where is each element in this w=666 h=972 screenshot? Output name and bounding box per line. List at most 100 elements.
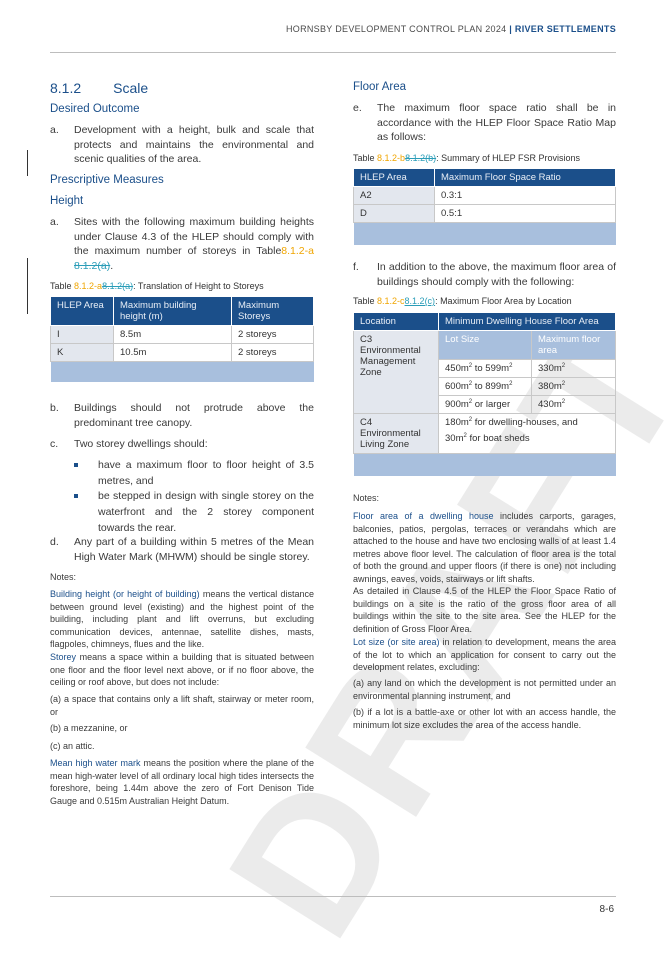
table-cell: 0.3:1 — [434, 186, 616, 205]
table-row: C3 Environmental Management Zone Lot Siz… — [353, 329, 616, 415]
floor-area-heading: Floor Area — [353, 81, 407, 93]
note-text: means a space within a building that is … — [50, 652, 314, 687]
height-item-d: d. Any part of a building within 5 metre… — [50, 535, 314, 564]
item-text: Sites with the following maximum buildin… — [74, 216, 314, 257]
caption-title: : Maximum Floor Area by Location — [435, 296, 572, 306]
table-cell: D — [353, 204, 435, 223]
revision-bar — [27, 150, 28, 176]
table-footer — [353, 453, 616, 477]
column-header: Maximum building height (m) — [113, 296, 232, 326]
item-label: d. — [50, 536, 59, 548]
item-text: In addition to the above, the maximum fl… — [377, 261, 616, 288]
item-text: Two storey dwellings should: — [74, 438, 208, 450]
bullet-item: have a maximum floor to floor height of … — [50, 457, 314, 489]
column-header: Minimum Dwelling House Floor Area — [438, 312, 616, 331]
table-cell: 2 storeys — [231, 325, 314, 344]
item-text: Buildings should not protrude above the … — [74, 402, 314, 429]
table-cell: 450m2 to 599m2 — [438, 358, 532, 379]
table-fsr-caption: Table 8.1.2-b8.1.2(b): Summary of HLEP F… — [353, 153, 580, 163]
item-label: c. — [50, 438, 59, 450]
note-paragraph: Mean high water mark means the position … — [50, 757, 314, 807]
desired-outcome-item: a. Development with a height, bulk and s… — [50, 123, 314, 167]
note-term: Floor area of a dwelling house — [353, 511, 494, 521]
item-label: f. — [353, 261, 359, 273]
table-row: A2 0.3:1 — [353, 186, 616, 205]
item-end: . — [110, 259, 114, 272]
zone-label: C4 Environmental Living Zone — [353, 413, 439, 455]
table-cell: A2 — [353, 186, 435, 205]
fsr-table: HLEP Area Maximum Floor Space Ratio A2 0… — [353, 168, 616, 245]
table-cell: 0.5:1 — [434, 204, 616, 223]
note-term: Mean high water mark — [50, 758, 141, 768]
floor-notes-label: Notes: — [353, 493, 380, 503]
footer-rule — [50, 896, 616, 897]
table-row: I 8.5m 2 storeys — [50, 325, 314, 344]
table-ref-inserted: 8.1.2-a — [281, 245, 314, 257]
table-cell: 2 storeys — [231, 343, 314, 362]
item-label: b. — [50, 402, 59, 414]
table-cell: 330m2 — [531, 358, 616, 379]
note-text: in relation to development, means the ar… — [353, 637, 616, 672]
caption-title: : Translation of Height to Storeys — [133, 281, 264, 291]
table-cell: 180m2 for dwelling-houses, and 30m2 for … — [438, 413, 616, 455]
bullet-item: be stepped in design with single storey … — [50, 488, 314, 536]
height-item-c: c. Two storey dwellings should: — [50, 437, 314, 452]
table-footer — [353, 222, 616, 245]
table-ref-deleted: 8.1.2(a) — [74, 259, 111, 272]
note-paragraph: Floor area of a dwelling house includes … — [353, 510, 616, 585]
item-text: Development with a height, bulk and scal… — [74, 124, 314, 165]
floor-area-table: Location Minimum Dwelling House Floor Ar… — [353, 312, 616, 477]
caption-ref-inserted: 8.1.2-a — [74, 281, 103, 291]
height-item-a: a. Sites with the following maximum buil… — [50, 215, 314, 273]
note-paragraph: (a) a space that contains only a lift sh… — [50, 694, 314, 717]
floor-item-f: f. In addition to the above, the maximum… — [353, 260, 616, 289]
item-text: Any part of a building within 5 metres o… — [74, 536, 314, 563]
prescriptive-measures-heading: Prescriptive Measures — [50, 174, 164, 186]
note-term: Lot size (or site area) — [353, 637, 440, 647]
caption-ref-deleted: 8.1.2(c) — [404, 296, 436, 306]
table-floor-area-caption: Table 8.1.2-c8.1.2(c): Maximum Floor Are… — [353, 296, 572, 306]
table-cell: 600m2 to 899m2 — [438, 377, 532, 397]
bullet-icon — [74, 494, 78, 498]
column-header: HLEP Area — [50, 296, 114, 326]
table-cell: 10.5m — [113, 343, 232, 362]
item-label: a. — [50, 216, 59, 228]
header-separator: | — [506, 24, 515, 34]
column-header: Maximum Floor Space Ratio — [434, 168, 616, 187]
bullet-text: have a maximum floor to floor height of … — [98, 459, 314, 487]
header-section: RIVER SETTLEMENTS — [514, 24, 616, 34]
bullet-icon — [74, 463, 78, 467]
page-number: 8-6 — [599, 904, 614, 915]
note-paragraph: Storey means a space within a building t… — [50, 651, 314, 689]
height-item-b: b. Buildings should not protrude above t… — [50, 401, 314, 430]
note-text: means the vertical distance between grou… — [50, 589, 314, 649]
column-header: HLEP Area — [353, 168, 435, 187]
caption-ref-inserted: 8.1.2-c — [377, 296, 405, 306]
table-cell: 430m2 — [531, 395, 616, 415]
table-row: C4 Environmental Living Zone 180m2 for d… — [353, 413, 616, 455]
table-row: D 0.5:1 — [353, 204, 616, 223]
column-header: Maximum Storeys — [231, 296, 314, 326]
caption-ref-deleted: 8.1.2(a) — [102, 281, 134, 291]
table-row: 600m2 to 899m2 380m2 — [354, 377, 616, 397]
caption-ref-inserted: 8.1.2-b — [377, 153, 406, 163]
table-cell: I — [50, 325, 114, 344]
table-height-caption: Table 8.1.2-a8.1.2(a): Translation of He… — [50, 281, 264, 291]
note-term: Storey — [50, 652, 77, 662]
sub-header: Lot Size — [438, 330, 532, 360]
note-paragraph: Building height (or height of building) … — [50, 588, 314, 651]
caption-prefix: Table — [353, 153, 378, 163]
height-notes-label: Notes: — [50, 572, 77, 582]
running-header: HORNSBY DEVELOPMENT CONTROL PLAN 2024 | … — [286, 24, 616, 34]
header-rule — [50, 52, 616, 53]
zone-label: C3 Environmental Management Zone — [353, 329, 439, 415]
note-text: includes carports, garages, balconies, p… — [353, 511, 617, 584]
revision-bar — [27, 258, 28, 314]
table-cell: 900m2 or larger — [438, 395, 532, 415]
note-paragraph: (b) if a lot is a battle-axe or other lo… — [353, 707, 616, 730]
table-cell: 380m2 — [531, 377, 616, 397]
sub-header: Maximum floor area — [531, 330, 616, 360]
table-cell: 8.5m — [113, 325, 232, 344]
note-term: Building height (or height of building) — [50, 589, 200, 599]
